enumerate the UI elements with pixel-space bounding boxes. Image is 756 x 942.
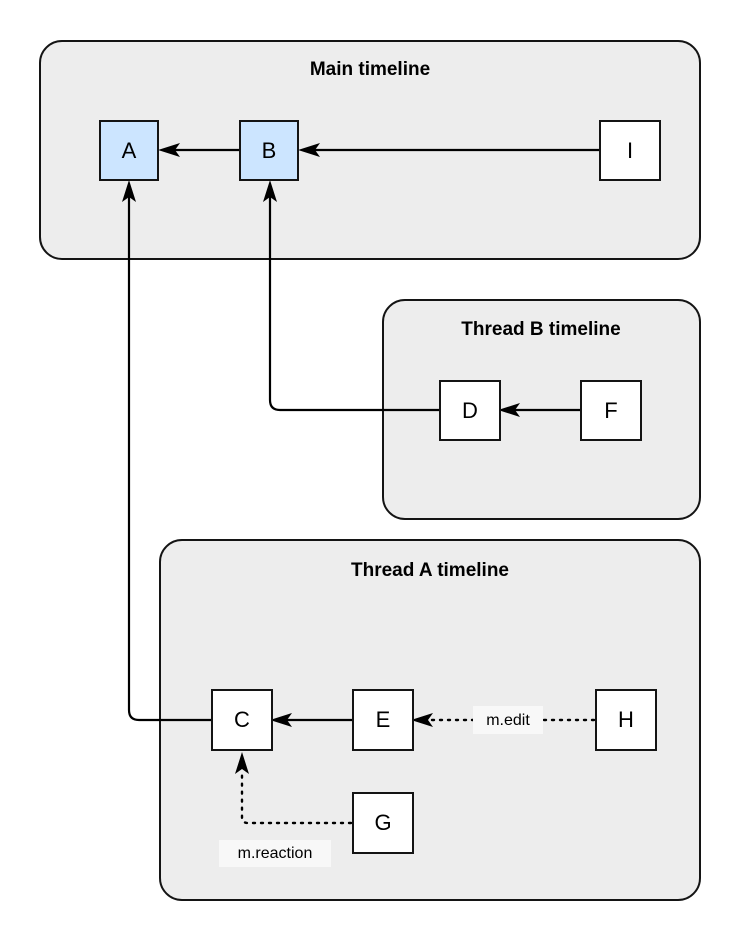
- node-c[interactable]: C: [211, 689, 273, 751]
- edge-c-to-a-arrowhead: [122, 180, 136, 202]
- node-f-label: F: [604, 398, 617, 423]
- edge-h-to-e-label-bg: [473, 706, 543, 734]
- node-g-label: G: [374, 810, 391, 835]
- node-f[interactable]: F: [580, 380, 642, 441]
- edge-g-to-c-line: [240, 770, 353, 825]
- node-e-label: E: [376, 707, 391, 732]
- node-b-box[interactable]: [239, 120, 299, 181]
- node-i-label: I: [627, 138, 633, 163]
- node-d[interactable]: D: [439, 380, 501, 441]
- node-b-label: B: [262, 138, 277, 163]
- edge-d-to-b[interactable]: [263, 180, 440, 412]
- edge-e-to-c[interactable]: [270, 713, 353, 727]
- edge-g-to-c[interactable]: m.reaction: [219, 752, 353, 867]
- edge-g-to-c-arrowhead: [235, 752, 249, 774]
- edge-g-to-c-label: m.reaction: [238, 845, 313, 862]
- edge-b-to-a-arrowhead: [158, 143, 180, 157]
- edge-f-to-d[interactable]: [498, 403, 581, 417]
- group-thread-a-timeline-title: Thread A timeline: [351, 560, 509, 581]
- edge-c-to-a[interactable]: [122, 180, 212, 722]
- edge-g-to-c-label-bg: [219, 840, 331, 867]
- node-h[interactable]: H: [595, 689, 657, 751]
- edge-i-to-b[interactable]: [298, 143, 600, 157]
- group-thread-b-timeline-title: Thread B timeline: [461, 319, 620, 340]
- edge-h-to-e-arrowhead: [411, 713, 433, 727]
- node-a-box[interactable]: [99, 120, 159, 181]
- node-g[interactable]: G: [352, 792, 414, 854]
- edge-b-to-a[interactable]: [158, 143, 240, 157]
- edge-d-to-b-line: [268, 196, 440, 412]
- group-main-timeline-title: Main timeline: [310, 59, 430, 80]
- node-h-box[interactable]: [595, 689, 657, 751]
- edge-c-to-a-line: [127, 196, 212, 722]
- node-f-box[interactable]: [580, 380, 642, 441]
- node-a-label: A: [122, 138, 137, 163]
- node-g-box[interactable]: [352, 792, 414, 854]
- node-i-box[interactable]: [599, 120, 661, 181]
- node-d-box[interactable]: [439, 380, 501, 441]
- node-d-label: D: [462, 398, 478, 423]
- node-c-box[interactable]: [211, 689, 273, 751]
- edge-h-to-e-label: m.edit: [486, 712, 530, 729]
- edge-d-to-b-arrowhead: [263, 180, 277, 202]
- edge-e-to-c-arrowhead: [270, 713, 292, 727]
- node-b[interactable]: B: [239, 120, 299, 181]
- node-a[interactable]: A: [99, 120, 159, 181]
- node-c-label: C: [234, 707, 250, 732]
- node-i[interactable]: I: [599, 120, 661, 181]
- edge-i-to-b-arrowhead: [298, 143, 320, 157]
- node-h-label: H: [618, 707, 634, 732]
- edge-f-to-d-arrowhead: [498, 403, 520, 417]
- node-e[interactable]: E: [352, 689, 414, 751]
- edge-h-to-e[interactable]: m.edit: [411, 706, 596, 734]
- node-e-box[interactable]: [352, 689, 414, 751]
